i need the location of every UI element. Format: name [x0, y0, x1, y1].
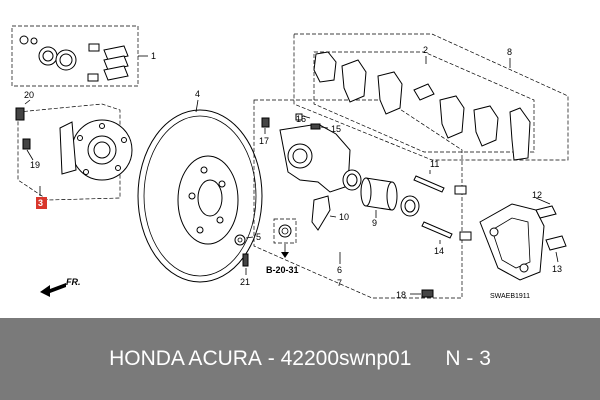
pad-set-group: 2 8	[293, 33, 569, 161]
bleeder-cap-16	[295, 113, 303, 121]
wear-indicator	[413, 83, 435, 101]
pad-shim-12	[535, 205, 557, 219]
pin-boot-b	[87, 73, 99, 82]
callout-19: 19	[30, 160, 40, 170]
caption-position: N - 3	[445, 347, 491, 370]
callout-12: 12	[532, 190, 542, 200]
disc-bolt-21	[242, 253, 249, 267]
brake-disc-group: 4 5 21	[137, 89, 263, 287]
pad-inner-frame	[313, 51, 535, 153]
hub-frame	[17, 103, 121, 201]
front-arrow-icon	[40, 283, 66, 297]
caliper-bracket-group: 12 13	[479, 190, 567, 281]
diagram-code: SWAEB1911	[490, 293, 530, 300]
bleeder-screw-15	[310, 123, 321, 130]
bracket-bolt-18	[421, 289, 434, 298]
guide-pin-11	[413, 175, 445, 193]
pad-set-frame	[293, 33, 569, 161]
callout-14: 14	[434, 246, 444, 256]
pad-a	[313, 51, 337, 83]
pin-boot-upper	[454, 185, 467, 195]
callout-2: 2	[423, 45, 428, 55]
pad-f	[509, 107, 531, 161]
pad-d	[439, 95, 465, 139]
callout-9: 9	[372, 218, 377, 228]
shim-c	[103, 65, 129, 81]
callout-17: 17	[259, 136, 269, 146]
reference-label: B-20-31	[266, 265, 299, 275]
pin-boot-lower	[459, 231, 472, 241]
hub-bolt-20	[15, 107, 25, 121]
callout-16: 16	[296, 114, 306, 124]
callout-7: 7	[337, 278, 342, 288]
caption-part-number: 42200swnp01	[280, 347, 412, 370]
caption-brand: HONDA ACURA	[109, 347, 262, 370]
callout-4: 4	[195, 89, 200, 99]
caption-separator: -	[261, 347, 281, 370]
callout-1: 1	[151, 51, 156, 61]
pad-c	[377, 71, 403, 115]
callout-8: 8	[507, 47, 512, 57]
callout-13: 13	[552, 264, 562, 274]
guide-pin-14	[421, 221, 453, 239]
pin-boot-a	[88, 43, 100, 52]
caption-bar: HONDA ACURA - 42200swnp01 N - 3	[0, 318, 600, 400]
seal-small-b	[30, 37, 38, 45]
callout-11: 11	[430, 159, 439, 169]
pad-shim-13	[545, 235, 567, 251]
seal-kit-group: 1	[11, 25, 156, 87]
reference-nut	[278, 224, 292, 238]
callout-5: 5	[256, 232, 261, 242]
caliper-body	[279, 123, 351, 193]
disc-center-hole	[197, 179, 223, 217]
front-label: FR.	[66, 277, 81, 287]
caliper-bracket	[479, 203, 545, 281]
front-arrow: FR.	[40, 277, 81, 297]
brake-assembly-diagram: 1 19 20 3 4 5	[11, 25, 569, 300]
callout-21: 21	[240, 277, 250, 287]
seal-small-a	[19, 35, 29, 45]
hub-group: 19 20 3	[15, 90, 133, 209]
callout-3: 3	[38, 198, 43, 208]
pad-b	[341, 59, 367, 103]
hub-bearing	[59, 121, 77, 175]
callout-6: 6	[337, 265, 342, 275]
callout-15: 15	[331, 124, 341, 134]
callout-20: 20	[24, 90, 34, 100]
reference-group: B-20-31	[266, 218, 299, 275]
callout-3-highlight	[36, 197, 47, 209]
callout-10: 10	[339, 212, 349, 222]
seal-kit-frame	[11, 25, 139, 87]
hub-bolt-19	[22, 138, 31, 150]
callout-18: 18	[396, 290, 406, 300]
pad-clip-10	[311, 195, 331, 231]
caliper-bolt-17	[261, 117, 270, 128]
pad-e	[473, 105, 499, 147]
reference-box	[273, 218, 297, 244]
disc-screw-5	[234, 234, 246, 246]
